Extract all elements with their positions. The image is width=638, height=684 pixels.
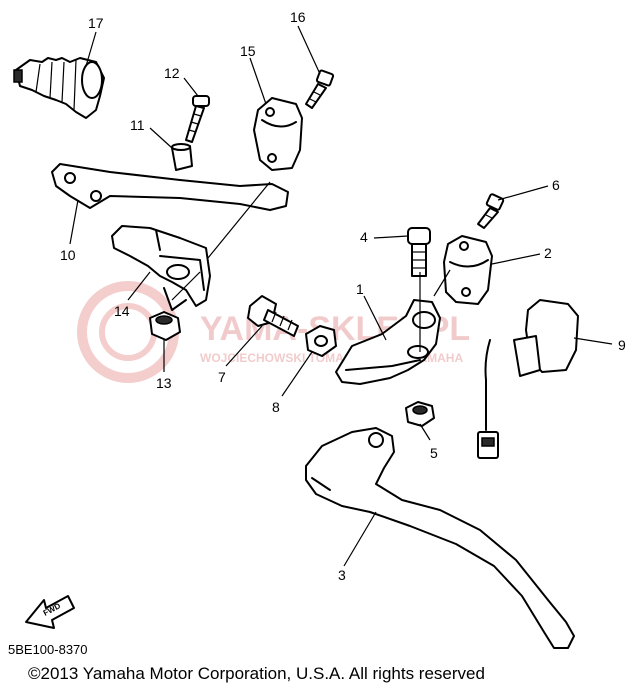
part-6-bolt	[477, 193, 505, 229]
part-12-screw	[185, 95, 210, 143]
part-7-adjuster	[247, 295, 299, 337]
callout-17: 17	[88, 15, 104, 31]
part-9-switch	[477, 299, 579, 459]
part-15-holder	[253, 97, 303, 171]
callout-10: 10	[60, 247, 76, 263]
callout-16: 16	[290, 9, 306, 25]
part-16-bolt	[305, 69, 335, 109]
part-10-lever	[51, 163, 289, 211]
callout-11: 11	[130, 117, 145, 133]
part-1-perch	[335, 299, 441, 385]
part-4-bolt	[407, 227, 431, 277]
callout-15: 15	[240, 43, 256, 59]
callout-1: 1	[356, 281, 364, 297]
callout-14: 14	[114, 303, 130, 319]
leader-lines	[69, 25, 613, 567]
part-5-nut	[405, 401, 435, 427]
callout-7: 7	[218, 369, 226, 385]
callout-labels: 17 16 15 12 11 10 14 13 4 2 6 1 9 7 8 5 …	[60, 9, 626, 583]
callout-8: 8	[272, 399, 280, 415]
part-11-collar	[171, 143, 193, 171]
part-8-locknut	[305, 325, 337, 357]
part-3-lever	[305, 427, 575, 649]
part-13-nut	[149, 311, 181, 341]
copyright-notice: ©2013 Yamaha Motor Corporation, U.S.A. A…	[28, 664, 485, 683]
part-17-boot	[13, 57, 105, 119]
callout-9: 9	[618, 337, 626, 353]
callout-6: 6	[552, 177, 560, 193]
callout-13: 13	[156, 375, 172, 391]
callout-4: 4	[360, 229, 368, 245]
fwd-arrow-icon: FWD	[25, 595, 75, 629]
part-2-clamp	[443, 235, 493, 305]
callout-5: 5	[430, 445, 438, 461]
callout-3: 3	[338, 567, 346, 583]
callout-2: 2	[544, 245, 552, 261]
callout-12: 12	[164, 65, 180, 81]
diagram-code: 5BE100-8370	[8, 642, 88, 657]
